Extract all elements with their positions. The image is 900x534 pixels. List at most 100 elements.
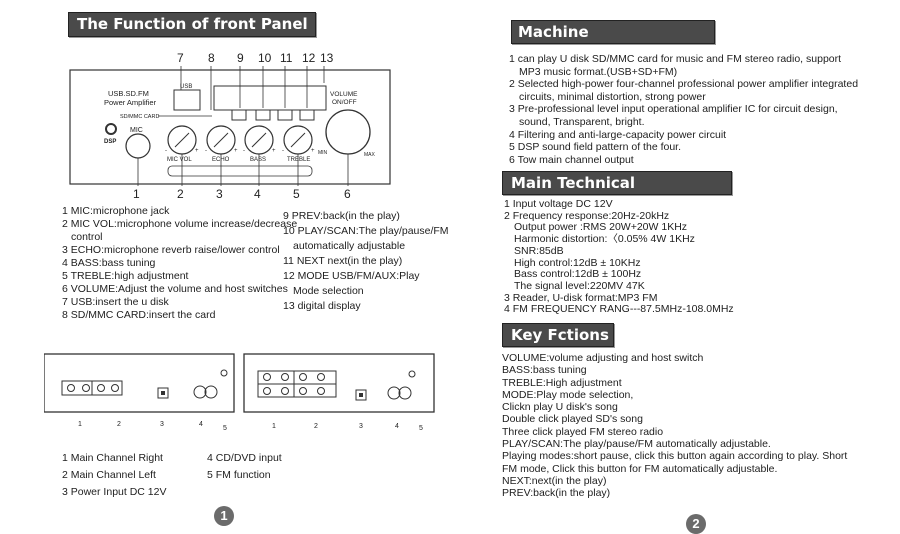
parameter-item: Bass control:12dB ± 100Hz: [514, 268, 642, 281]
svg-text:+: +: [195, 148, 199, 154]
parameter-item: High control:12dB ± 10KHz: [514, 256, 641, 269]
function-item: control: [71, 231, 103, 243]
callout-13: 13: [320, 51, 334, 65]
key-function-item: Playing modes:short pause, click this bu…: [502, 450, 848, 463]
function-item: 1 MIC:microphone jack: [62, 205, 170, 217]
svg-text:-: -: [205, 148, 207, 154]
characteristic-item: sound, Transparent, bright.: [519, 115, 645, 128]
svg-text:-: -: [165, 148, 167, 154]
key-function-item: MODE:Play mode selection,: [502, 388, 634, 401]
rear-legend-item: 5 FM function: [207, 469, 271, 481]
volume-onoff-label: ON/OFF: [332, 99, 357, 106]
key-function-item: FM mode, Click this button for FM automa…: [502, 462, 778, 475]
usb-label: USB: [180, 84, 192, 90]
svg-text:-: -: [243, 148, 245, 154]
parameter-item: The signal level:220MV 47K: [514, 279, 645, 292]
function-item: 5 TREBLE:high adjustment: [62, 270, 189, 282]
bass-label: BASS: [250, 157, 266, 163]
play-scan-button: [255, 109, 271, 121]
brand-line-1: USB.SD.FM: [108, 89, 149, 98]
characteristic-item: 2 Selected high-power four-channel profe…: [509, 78, 859, 91]
callout-2: 2: [177, 187, 184, 201]
function-list-left: 1 MIC:microphone jack 2 MIC VOL:micropho…: [62, 205, 297, 322]
callout-7: 7: [177, 51, 184, 65]
prev-button: [231, 109, 247, 121]
characteristic-item: 3 Pre-professional level input operation…: [509, 103, 838, 116]
characteristic-item: MP3 music format.(USB+SD+FM): [519, 65, 678, 78]
parameter-item: 4 FM FREQUENCY RANG---87.5MHz-108.0MHz: [504, 303, 734, 316]
parameter-item: SNR:85dB: [514, 244, 564, 257]
function-item: 11 NEXT next(in the play): [283, 255, 403, 267]
rear-callout-1: 1: [78, 421, 82, 428]
function-item: Mode selection: [293, 285, 364, 297]
callout-5: 5: [293, 187, 300, 201]
mic-vol-label: MIC VOL: [167, 157, 192, 163]
rear-callout-5: 5: [223, 425, 227, 432]
function-item: 8 SD/MMC CARD:insert the card: [62, 309, 216, 321]
treble-label: TREBLE: [287, 157, 310, 163]
function-item: 6 VOLUME:Adjust the volume and host swit…: [62, 283, 288, 295]
callout-12: 12: [302, 51, 316, 65]
technical-parameters-list: 1 Input voltage DC 12V 2 Frequency respo…: [504, 198, 734, 316]
digital-display: [213, 85, 327, 111]
callout-9: 9: [237, 51, 244, 65]
characteristic-item: 6 Tow main channel output: [509, 153, 634, 166]
characteristic-item: circuits, minimal distortion, strong pow…: [519, 90, 706, 103]
rear-legend-left: 1 Main Channel Right 2 Main Channel Left…: [62, 450, 166, 501]
rear-callout-5b: 5: [419, 425, 423, 432]
front-panel-title: The Function of front Panel: [68, 12, 316, 37]
callout-11: 11: [280, 51, 293, 65]
callout-6: 6: [344, 187, 351, 201]
page-number-2: 2: [686, 514, 706, 534]
callout-8: 8: [208, 51, 215, 65]
rear-legend-item: 2 Main Channel Left: [62, 469, 156, 481]
rear-callout-2: 2: [117, 421, 121, 428]
function-item: 13 digital display: [283, 300, 361, 312]
dsp-label: DSP: [104, 139, 116, 145]
rear-legend-item: 4 CD/DVD input: [207, 452, 282, 464]
function-list-right: 9 PREV:back(in the play) 10 PLAY/SCAN:Th…: [283, 209, 449, 314]
machine-characteristics-title: Machine Characteristics: [511, 20, 715, 63]
svg-text:+: +: [234, 148, 238, 154]
usb-port: [173, 89, 201, 111]
amplifier-front-panel: [69, 69, 391, 185]
key-function-item: PLAY/SCAN:The play/pause/FM automaticall…: [502, 438, 771, 451]
rear-callout-3: 3: [160, 421, 164, 428]
rear-legend-item: 1 Main Channel Right: [62, 452, 163, 464]
rear-panel-diagrams: 1 2 3 4 5 1 2 3 4 5: [44, 353, 435, 432]
machine-characteristics-list: 1 can play U disk SD/MMC card for music …: [509, 53, 858, 166]
rear-legend-item: 3 Power Input DC 12V: [62, 486, 167, 498]
function-item: 9 PREV:back(in the play): [283, 210, 400, 222]
sd-card-label: SD/MMC CARD: [120, 114, 159, 120]
rear-callout-4b: 4: [395, 423, 399, 430]
rear-callout-3b: 3: [359, 423, 363, 430]
parameter-item: 3 Reader, U-disk format:MP3 FM: [504, 291, 658, 304]
parameter-item: Harmonic distortion:〈0.05% 4W 1KHz: [514, 233, 695, 246]
mic-jack: [125, 133, 151, 159]
mode-button: [299, 109, 315, 121]
volume-knob: [325, 109, 371, 155]
function-item: automatically adjustable: [293, 240, 406, 252]
key-function-item: BASS:bass tuning: [502, 364, 587, 377]
callout-1: 1: [133, 187, 140, 201]
function-item: 2 MIC VOL:microphone volume increase/dec…: [62, 218, 298, 230]
max-label: MAX: [364, 152, 376, 158]
parameter-item: 1 Input voltage DC 12V: [504, 198, 613, 210]
next-button: [277, 109, 293, 121]
key-functions-list: VOLUME:volume adjusting and host switch …: [502, 352, 847, 500]
rear-callout-1b: 1: [272, 423, 276, 430]
key-function-item: Three click played FM stereo radio: [502, 425, 664, 438]
key-function-item: TREBLE:High adjustment: [502, 376, 622, 389]
front-panel-diagram: 7 8 9 10 11 12 13 USB USB.SD.FM Power Am…: [69, 51, 391, 201]
key-functions-title: Key Fctions: [502, 323, 614, 347]
characteristic-item: 1 can play U disk SD/MMC card for music …: [509, 53, 842, 65]
callout-4: 4: [254, 187, 261, 201]
brand-line-2: Power Amplifier: [104, 98, 157, 107]
callout-10: 10: [258, 51, 272, 65]
dsp-logo-icon: [105, 123, 117, 135]
function-item: 12 MODE USB/FM/AUX:Play: [283, 270, 420, 282]
key-function-item: VOLUME:volume adjusting and host switch: [502, 352, 704, 364]
function-item: 4 BASS:bass tuning: [62, 257, 156, 269]
rear-panel-large: [243, 353, 435, 413]
page-number-1: 1: [214, 506, 234, 526]
